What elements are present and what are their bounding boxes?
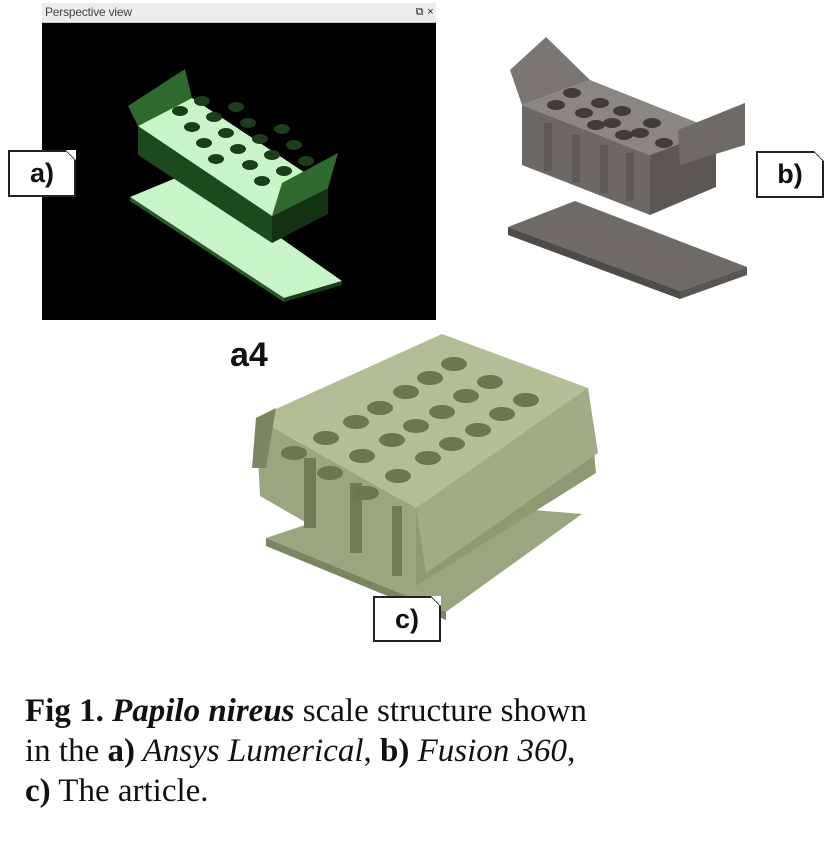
substrate-end [284,281,342,302]
substrate-top [130,173,342,298]
caption-fig-label: Fig 1. [25,693,104,729]
caption-c-text: The article. [50,773,209,809]
caption-species: Papilo nireus [112,693,295,729]
caption-a-software: Ansys Lumerical [134,733,364,769]
perspective-view-window: Perspective view ⧉ × [42,3,436,320]
caption-b-marker: b) [380,733,410,769]
hole-array [172,96,314,186]
plate-top [508,201,747,291]
label-c: c) [394,603,419,634]
plate-front [508,227,680,299]
caption-sep-1: , [363,733,381,769]
close-icon[interactable]: × [427,6,434,18]
label-a: a) [29,158,54,188]
block-top [522,80,716,155]
substrate-side [130,197,284,302]
caption-b-software: Fusion 360 [409,733,568,769]
window-buttons: ⧉ × [415,4,435,20]
hole-array [547,88,673,148]
label-b-box: b) [756,151,824,198]
caption-sep-2: , [567,733,576,769]
right-flap-face [678,103,745,165]
left-flap [510,37,590,105]
fusion360-3d-render [508,37,747,299]
caption-c-marker: c) [25,773,51,809]
block-right-face [272,188,328,243]
block-front [256,418,416,586]
caption-text-1: scale structure shown in the [25,693,587,769]
label-a-box: a) [8,150,76,197]
block-grooves [544,123,634,201]
block-front [522,105,650,215]
figure-sublabel: a4 [230,336,268,374]
figure-caption: Fig 1. Papilo nireus scale structure sho… [25,691,605,811]
label-c-box: c) [373,596,441,642]
hole-array [281,357,539,500]
right-flap [416,388,598,573]
caption-a-marker: a) [107,733,135,769]
label-b: b) [777,159,803,189]
restore-icon[interactable]: ⧉ [415,6,424,18]
window-title: Perspective view [45,5,132,19]
article-3d-render [252,334,598,620]
window-titlebar: Perspective view ⧉ × [42,3,436,23]
lumerical-3d-render [128,69,342,302]
plate-end [680,267,747,299]
left-flap [252,408,276,468]
left-flap [128,69,192,126]
block-grooves [304,458,402,576]
block-left-face [138,126,272,243]
right-flap [272,153,338,216]
